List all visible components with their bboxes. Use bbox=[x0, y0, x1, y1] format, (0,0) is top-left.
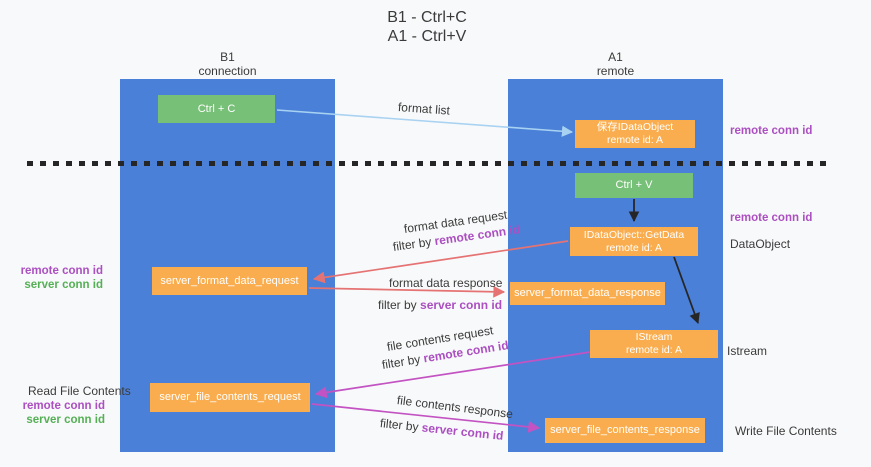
save-dataobject-box: 保存IDataObject remote id: A bbox=[575, 120, 695, 148]
ctrl-v-label: Ctrl + V bbox=[615, 179, 653, 191]
filter-key-server-conn-id: server conn id bbox=[420, 298, 503, 312]
server-format-data-request-label: server_format_data_request bbox=[160, 274, 299, 287]
istream-box: IStream remote id: A bbox=[590, 330, 718, 358]
write-file-contents-label: Write File Contents bbox=[735, 424, 837, 438]
lifeline-a1-name: A1 bbox=[608, 50, 623, 64]
ctrl-c-box: Ctrl + C bbox=[158, 95, 275, 123]
dataobject-label: DataObject bbox=[730, 237, 791, 251]
ctrl-c-label: Ctrl + C bbox=[197, 102, 236, 115]
lifeline-b1-role: connection bbox=[198, 64, 257, 78]
left-upper-remote-conn-id-label: remote conn id bbox=[20, 265, 103, 277]
lifeline-a1-role: remote bbox=[596, 64, 635, 78]
right-mid-remote-conn-id-label: remote conn id bbox=[730, 212, 813, 224]
left-lower-server-conn-id-label: server conn id bbox=[26, 413, 105, 426]
getdata-box: IDataObject::GetData remote id: A bbox=[570, 227, 698, 256]
phase-separator-dashed-line bbox=[27, 161, 833, 166]
diagram-title: B1 - Ctrl+C A1 - Ctrl+V bbox=[327, 8, 527, 46]
istream-side-label: Istream bbox=[727, 344, 768, 358]
server-file-contents-request-box: server_file_contents_request bbox=[150, 383, 310, 412]
server-file-contents-response-box: server_file_contents_response bbox=[545, 418, 705, 443]
left-upper-server-conn-id-label: server conn id bbox=[24, 278, 103, 291]
ctrl-v-box: Ctrl + V bbox=[575, 173, 693, 198]
filter-by-prefix: filter by bbox=[379, 416, 423, 435]
format-data-response-arrow-label: format data response bbox=[389, 276, 503, 290]
left-lower-remote-conn-id-label: remote conn id bbox=[22, 400, 105, 412]
lifeline-b1-name: B1 bbox=[220, 50, 235, 64]
lifeline-header-b1: B1 connection bbox=[120, 50, 335, 78]
istream-line2: remote id: A bbox=[625, 344, 683, 356]
right-top-remote-conn-id-label: remote conn id bbox=[730, 125, 813, 137]
format-data-response-filter-label: filter by server conn id bbox=[378, 298, 502, 312]
istream-line1: IStream bbox=[635, 331, 673, 343]
file-contents-response-filter-label: filter by server conn id bbox=[379, 416, 504, 443]
filter-by-prefix: filter by bbox=[392, 234, 436, 254]
getdata-line1: IDataObject::GetData bbox=[583, 228, 685, 241]
filter-key-server-conn-id: server conn id bbox=[421, 420, 505, 443]
left-lower-conn-id-stack: remote conn id server conn id bbox=[15, 400, 105, 427]
lifeline-header-a1: A1 remote bbox=[508, 50, 723, 78]
left-upper-conn-id-stack: remote conn id server conn id bbox=[13, 265, 103, 292]
save-dataobject-line2: remote id: A bbox=[606, 134, 664, 146]
save-dataobject-line1: 保存IDataObject bbox=[596, 121, 674, 133]
title-line-1: B1 - Ctrl+C bbox=[387, 9, 467, 26]
file-contents-response-arrow-label: file contents response bbox=[396, 393, 514, 422]
getdata-line2: remote id: A bbox=[605, 241, 663, 254]
format-list-arrow-label: format list bbox=[397, 100, 451, 118]
read-file-contents-label: Read File Contents bbox=[28, 384, 131, 398]
server-format-data-response-label: server_format_data_response bbox=[514, 287, 661, 299]
title-line-2: A1 - Ctrl+V bbox=[387, 28, 467, 45]
server-format-data-response-box: server_format_data_response bbox=[510, 282, 665, 305]
filter-by-prefix: filter by bbox=[380, 351, 425, 372]
server-format-data-request-box: server_format_data_request bbox=[152, 267, 307, 295]
server-file-contents-response-label: server_file_contents_response bbox=[550, 424, 700, 436]
server-file-contents-request-label: server_file_contents_request bbox=[159, 391, 301, 403]
filter-by-prefix: filter by bbox=[378, 298, 421, 312]
